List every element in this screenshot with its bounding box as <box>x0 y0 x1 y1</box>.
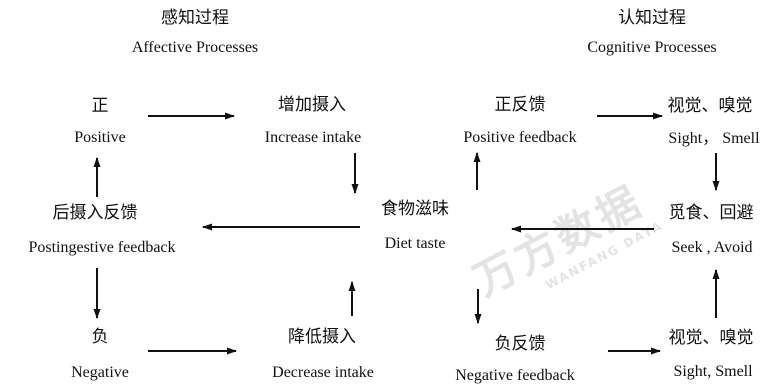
seek-avoid-zh: 觅食、回避 <box>668 203 754 223</box>
positive-zh: 正 <box>91 96 109 116</box>
increase-intake-en: Increase intake <box>264 129 362 146</box>
affective-title-zh: 感知过程 <box>161 8 229 28</box>
positive-en: Positive <box>74 129 126 146</box>
postingestive-zh: 后摄入反馈 <box>52 203 138 223</box>
cognitive-title-zh: 认知过程 <box>618 8 686 28</box>
seek-avoid-en: Seek , Avoid <box>671 239 753 256</box>
decrease-intake-zh: 降低摄入 <box>288 327 356 347</box>
increase-intake-zh: 增加摄入 <box>278 95 346 115</box>
cognitive-title-en: Cognitive Processes <box>587 39 717 56</box>
positive-feedback-en: Positive feedback <box>463 129 577 146</box>
negative-feedback-en: Negative feedback <box>455 367 575 384</box>
negative-feedback-zh: 负反馈 <box>494 334 546 354</box>
diet-taste-en: Diet taste <box>384 235 446 252</box>
negative-zh: 负 <box>91 327 109 347</box>
sight-smell-bottom-zh: 视觉、嗅觉 <box>668 328 754 348</box>
sight-smell-top-en: Sight， Smell <box>668 130 760 147</box>
diet-taste-zh: 食物滋味 <box>381 199 449 219</box>
positive-feedback-zh: 正反馈 <box>494 95 546 115</box>
affective-title-en: Affective Processes <box>131 39 259 56</box>
sight-smell-bottom-en: Sight, Smell <box>673 363 753 380</box>
decrease-intake-en: Decrease intake <box>272 364 374 381</box>
negative-en: Negative <box>71 364 129 381</box>
postingestive-en: Postingestive feedback <box>28 239 176 256</box>
sight-smell-top-zh: 视觉、嗅觉 <box>667 96 753 116</box>
